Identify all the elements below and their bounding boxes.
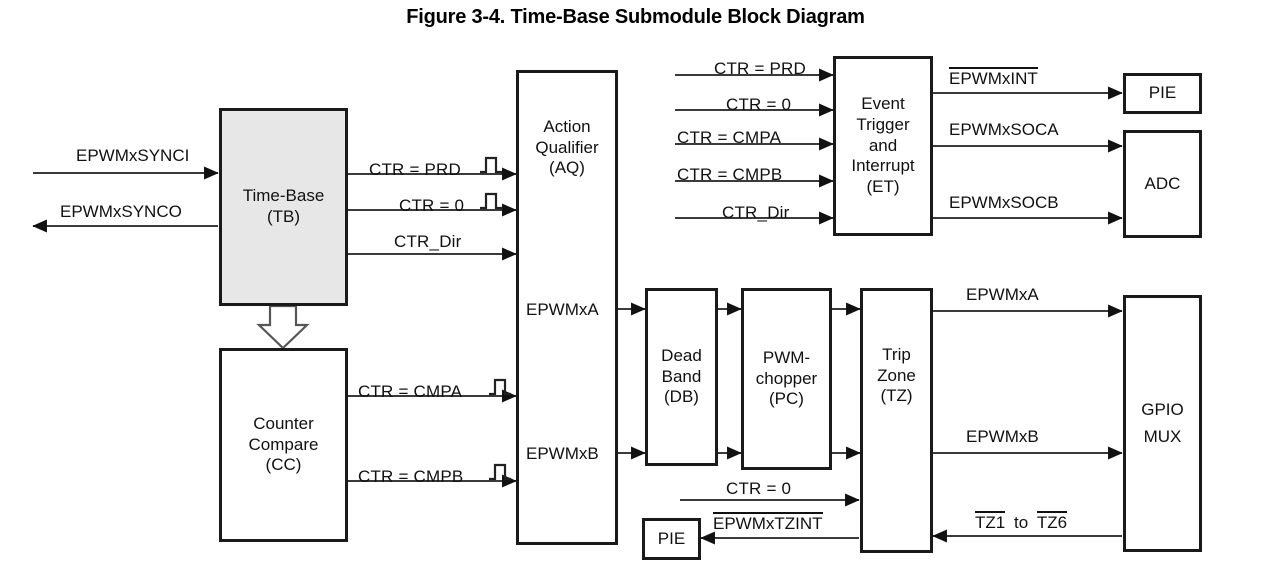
block-event-trigger[interactable]: Event Trigger and Interrupt (ET) (833, 56, 933, 236)
signal-tz-to-word: to (1013, 513, 1029, 532)
block-event-trigger-line3: and (868, 135, 898, 155)
block-gpio-mux[interactable]: GPIO MUX (1123, 295, 1202, 552)
signal-epwmx-socb: EPWMxSOCB (949, 193, 1059, 212)
block-counter-compare-line3: (CC) (265, 455, 302, 475)
block-event-trigger-line4: Interrupt (851, 156, 915, 176)
block-pwm-chopper-line1: PWM- (762, 347, 811, 367)
block-time-base[interactable]: Time-Base (TB) (219, 108, 348, 306)
signal-epwmx-synco: EPWMxSYNCO (60, 202, 182, 221)
signal-epwmx-tzint: EPWMxTZINT (713, 512, 823, 532)
block-action-qualifier-line1: Action (543, 117, 591, 136)
signal-epwmxb-tz: EPWMxB (966, 427, 1039, 446)
signal-ctr-dir-tb: CTR_Dir (394, 232, 462, 251)
signal-ctr-cmpa-et: CTR = CMPA (677, 128, 782, 147)
block-action-qualifier-line3: (AQ) (549, 158, 585, 178)
block-action-qualifier-line2: Qualifier (535, 137, 599, 157)
signal-tz1-to-tz6: TZ1 to TZ6 (975, 511, 1068, 532)
block-gpio-mux-line2: MUX (1143, 426, 1182, 446)
block-action-qualifier[interactable]: Action Qualifier (AQ) (516, 70, 618, 545)
block-dead-band[interactable]: Dead Band (DB) (645, 288, 718, 466)
block-time-base-line1: Time-Base (242, 186, 325, 206)
block-pie-bottom-label: PIE (657, 528, 686, 548)
block-event-trigger-line2: Trigger (856, 114, 910, 134)
signal-ctr-zero-tb: CTR = 0 (399, 196, 465, 215)
block-pie-bottom[interactable]: PIE (642, 518, 701, 560)
block-pie-top[interactable]: PIE (1123, 73, 1202, 114)
block-gpio-mux-line1: GPIO (1141, 399, 1184, 419)
signal-ctr-cmpb-cc: CTR = CMPB (358, 467, 464, 486)
block-trip-zone-line2: Zone (877, 365, 916, 385)
signal-ctr-zero-et: CTR = 0 (726, 95, 792, 114)
signal-epwmx-int-label: EPWMxINT (949, 67, 1038, 88)
signal-ctr-zero-tz: CTR = 0 (726, 479, 792, 498)
pulse-waveform-icon-group (480, 156, 511, 481)
block-dead-band-line1: Dead (661, 345, 702, 365)
block-pie-top-label: PIE (1148, 83, 1177, 103)
block-dead-band-line2: Band (661, 366, 702, 386)
block-counter-compare[interactable]: Counter Compare (CC) (219, 348, 348, 542)
signal-ctr-prd-et: CTR = PRD (714, 59, 807, 78)
block-adc-label: ADC (1144, 173, 1181, 193)
block-adc[interactable]: ADC (1123, 130, 1202, 238)
figure-title: Figure 3-4. Time-Base Submodule Block Di… (406, 6, 865, 28)
block-trip-zone[interactable]: Trip Zone (TZ) (860, 288, 933, 553)
signal-ctr-cmpa-cc: CTR = CMPA (358, 382, 463, 401)
signal-epwmx-int: EPWMxINT (949, 67, 1038, 87)
block-event-trigger-line1: Event (861, 94, 905, 114)
signal-tz1-label: TZ1 (975, 511, 1006, 532)
block-counter-compare-line2: Compare (248, 434, 319, 454)
block-time-base-line2: (TB) (266, 207, 301, 226)
block-trip-zone-line3: (TZ) (880, 386, 913, 406)
signal-epwmx-synci: EPWMxSYNCI (76, 146, 190, 165)
signal-epwmxb-aq: EPWMxB (526, 444, 599, 463)
signal-epwmx-tzint-label: EPWMxTZINT (713, 512, 823, 533)
signal-epwmxa-aq: EPWMxA (526, 300, 599, 319)
block-pwm-chopper[interactable]: PWM- chopper (PC) (741, 288, 832, 470)
block-dead-band-line3: (DB) (664, 387, 699, 407)
block-trip-zone-line1: Trip (882, 345, 911, 364)
signal-epwmx-soca: EPWMxSOCA (949, 120, 1059, 139)
signal-tz6-label: TZ6 (1036, 511, 1068, 532)
block-event-trigger-line5: (ET) (866, 177, 900, 197)
block-pwm-chopper-line3: (PC) (769, 389, 804, 409)
block-counter-compare-line1: Counter (253, 413, 314, 433)
signal-ctr-dir-et: CTR_Dir (722, 203, 790, 222)
signal-ctr-cmpb-et: CTR = CMPB (677, 165, 783, 184)
signal-ctr-prd-tb: CTR = PRD (369, 160, 462, 179)
block-pwm-chopper-line2: chopper (755, 368, 818, 388)
hollow-block-arrow-down-icon (256, 304, 310, 350)
signal-epwmxa-tz: EPWMxA (966, 285, 1039, 304)
